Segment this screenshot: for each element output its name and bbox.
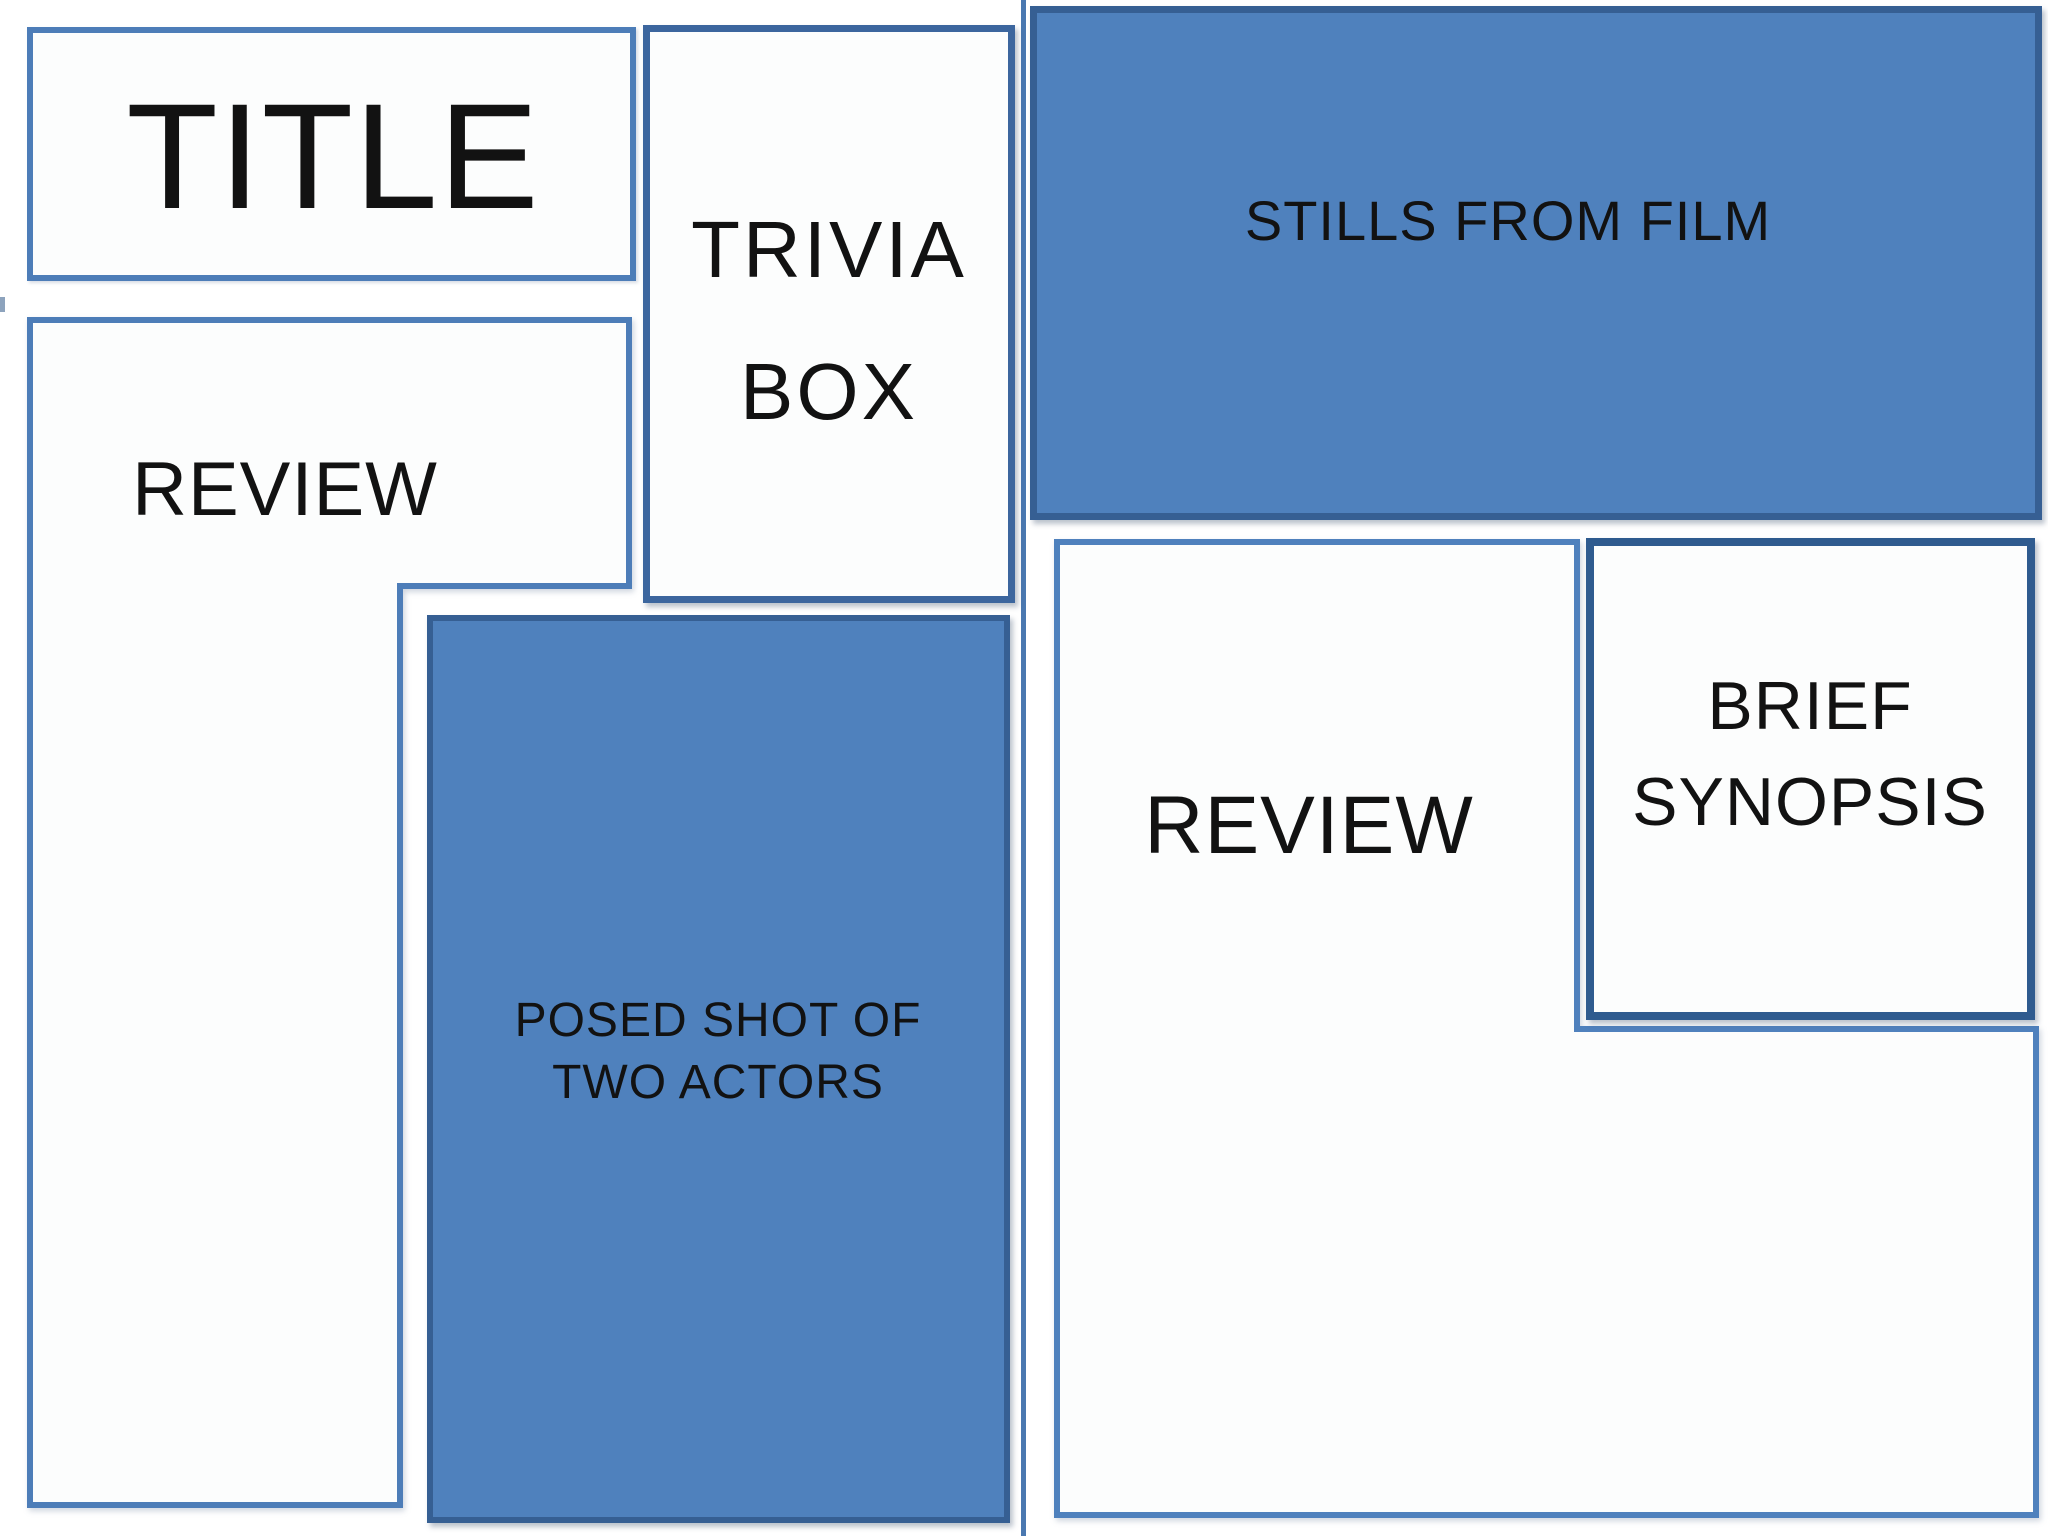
review-box-left-label: REVIEW: [132, 447, 438, 532]
left-edge-artifact: [0, 297, 5, 312]
review-box-left-outline: [27, 317, 632, 1508]
stills-from-film-label: STILLS FROM FILM: [1244, 189, 1772, 252]
title-box-label: TITLE: [126, 72, 540, 240]
review-box-left: [27, 317, 632, 1508]
title-box: [27, 27, 636, 281]
trivia-box: [643, 25, 1015, 603]
review-box-right: [1054, 539, 2039, 1518]
brief-synopsis-label-line1: BRIEF: [1707, 668, 1913, 744]
trivia-box-label-line2: BOX: [740, 347, 918, 436]
review-box-right-label: REVIEW: [1144, 780, 1474, 871]
review-box-right-outline: [1054, 539, 2039, 1518]
page-divider-line: [1021, 0, 1026, 1536]
brief-synopsis-box: [1586, 538, 2035, 1020]
posed-shot-box: [427, 615, 1010, 1523]
posed-shot-label-line1: POSED SHOT OF: [514, 994, 922, 1047]
stills-from-film-box: [1030, 6, 2042, 520]
trivia-box-label-line1: TRIVIA: [691, 205, 967, 294]
brief-synopsis-label-line2: SYNOPSIS: [1632, 764, 1988, 840]
posed-shot-label-line2: TWO ACTORS: [552, 1056, 884, 1109]
